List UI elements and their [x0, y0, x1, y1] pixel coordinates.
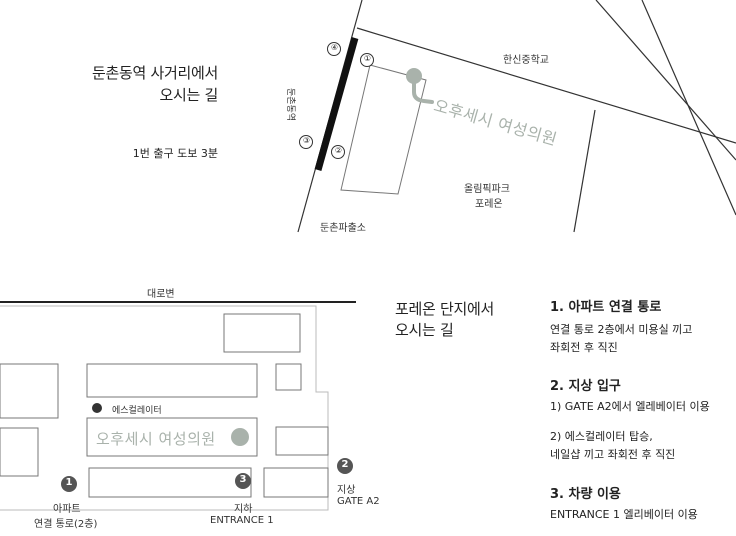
step-3-line-1: ENTRANCE 1 엘리베이터 이용: [550, 508, 698, 521]
building-small-square: [275, 363, 302, 391]
marker-1: [61, 476, 77, 492]
exit-note: 1번 출구 도보 3분: [132, 147, 218, 160]
step-1-line-2: 좌회전 후 직진: [550, 341, 618, 354]
building-left-bottom: [0, 427, 39, 477]
step-3: 3. 차량 이용 ENTRANCE 1 엘리베이터 이용: [550, 483, 698, 522]
exit-number-1: ①: [363, 54, 372, 63]
street-line-top: [356, 27, 736, 144]
exit-number-4: ④: [330, 43, 339, 52]
marker-2-number: 2: [341, 459, 349, 470]
step-3-title: 3. 차량 이용: [550, 487, 621, 502]
marker-3-number: 3: [239, 474, 247, 485]
exit-circle-1: [360, 53, 374, 67]
step-2: 2. 지상 입구 1) GATE A2에서 엘레베이터 이용 2) 에스컬레이터…: [550, 375, 710, 462]
marker-2-label-line1: 지상: [337, 485, 356, 496]
bottom-heading-line1: 포레온 단지에서: [395, 300, 494, 318]
bottom-heading-line2: 오시는 길: [395, 321, 454, 339]
road-label: 대로변: [147, 289, 175, 300]
marker-1-label-line2: 연결 통로(2층): [34, 519, 98, 530]
marker-2: [337, 458, 353, 474]
step-2-line-1: 1) GATE A2에서 엘레베이터 이용: [550, 400, 710, 413]
exit-circle-3: [299, 135, 313, 149]
clinic-pin-tail: [412, 74, 434, 104]
apartment-label-line2: 포레온: [475, 199, 503, 210]
step-1-line-1: 연결 통로 2층에서 미용실 끼고: [550, 323, 693, 336]
marker-1-number: 1: [65, 477, 73, 488]
police-label: 둔촌파출소: [320, 223, 366, 234]
top-heading-line2: 오시는 길: [159, 86, 219, 104]
building-mid-top: [86, 363, 258, 398]
bottom-clinic-pin: [231, 428, 249, 446]
clinic-pin: [406, 68, 422, 84]
exit-circle-4: [327, 42, 341, 56]
step-2-line-4: 네일샵 끼고 좌회전 후 직진: [550, 448, 676, 461]
street-line-right: [641, 0, 736, 216]
building-right-mid: [275, 426, 329, 456]
exit-number-3: ③: [302, 136, 311, 145]
building-bottom-right: [263, 467, 329, 498]
step-2-line-3: 2) 에스컬레이터 탑승,: [550, 430, 653, 443]
bottom-clinic-name: 오후세시 여성의원: [96, 430, 216, 448]
marker-3-label-line1: 지하: [234, 504, 253, 515]
building-top-right: [223, 313, 301, 353]
step-1: 1. 아파트 연결 통로 연결 통로 2층에서 미용실 끼고 좌회전 후 직진: [550, 296, 692, 355]
station-platform: [314, 37, 359, 171]
step-2-title: 2. 지상 입구: [550, 379, 621, 394]
marker-3: [235, 473, 251, 489]
school-label: 한신중학교: [503, 55, 549, 66]
street-line-diag: [595, 0, 736, 161]
exit-number-2: ②: [334, 146, 343, 155]
escalator-label: 에스컬레이터: [112, 406, 162, 416]
step-1-title: 1. 아파트 연결 통로: [550, 300, 662, 315]
marker-3-label-line2: ENTRANCE 1: [210, 515, 274, 526]
escalator-dot: [92, 403, 102, 413]
street-line-vertical: [573, 109, 596, 233]
complex-boundary: [0, 305, 329, 511]
exit-circle-2: [331, 145, 345, 159]
clinic-building: [86, 417, 258, 457]
building-left-top: [0, 363, 59, 419]
marker-2-label-line2: GATE A2: [337, 496, 380, 507]
building-bottom-mid: [88, 467, 252, 498]
top-heading-line1: 둔촌동역 사거리에서: [92, 64, 218, 82]
marker-1-label-line1: 아파트: [53, 504, 81, 515]
apartment-label-line1: 올림픽파크: [464, 184, 510, 195]
